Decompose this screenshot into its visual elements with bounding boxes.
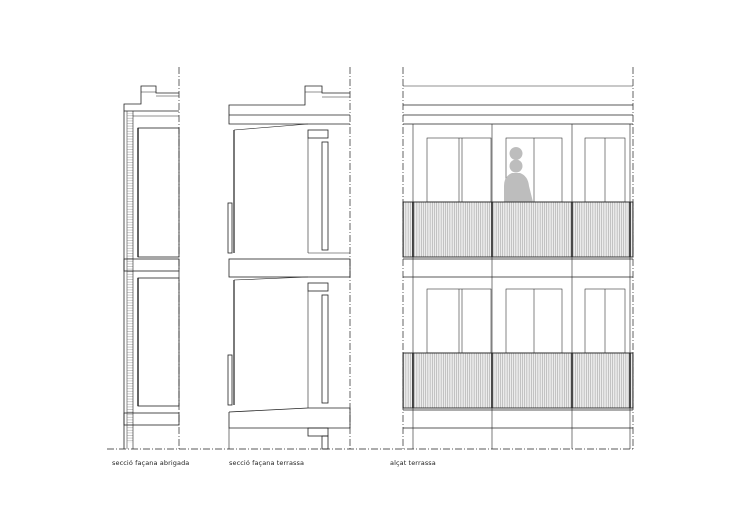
roof-parapet [228, 85, 350, 115]
sliding-panel [227, 202, 233, 254]
inner-wall-lower [321, 294, 329, 404]
person-silhouette [504, 147, 533, 202]
label-elevation-terrace: alçat terrassa [390, 459, 436, 467]
floor-slab-1 [228, 258, 351, 278]
label-section-terrace: secció façana terrassa [229, 459, 305, 467]
brick-cladding [127, 113, 133, 443]
roof-parapet [123, 85, 179, 111]
section-sheltered-facade [123, 67, 180, 449]
inner-wall-upper [321, 141, 329, 251]
sliding-panel [227, 354, 233, 406]
floor-slab-2 [123, 412, 180, 426]
floor-slab-2 [228, 407, 351, 429]
floor-slab-1 [123, 258, 180, 272]
section-terrace-facade [227, 67, 351, 450]
label-section-sheltered: secció façana abrigada [112, 459, 190, 467]
window-opening-lower [137, 277, 180, 407]
window-opening-upper [137, 127, 180, 258]
elevation-terrace [402, 67, 634, 449]
railing-lower [402, 352, 634, 409]
railing-upper [402, 201, 634, 258]
window-group-lower [426, 288, 626, 354]
